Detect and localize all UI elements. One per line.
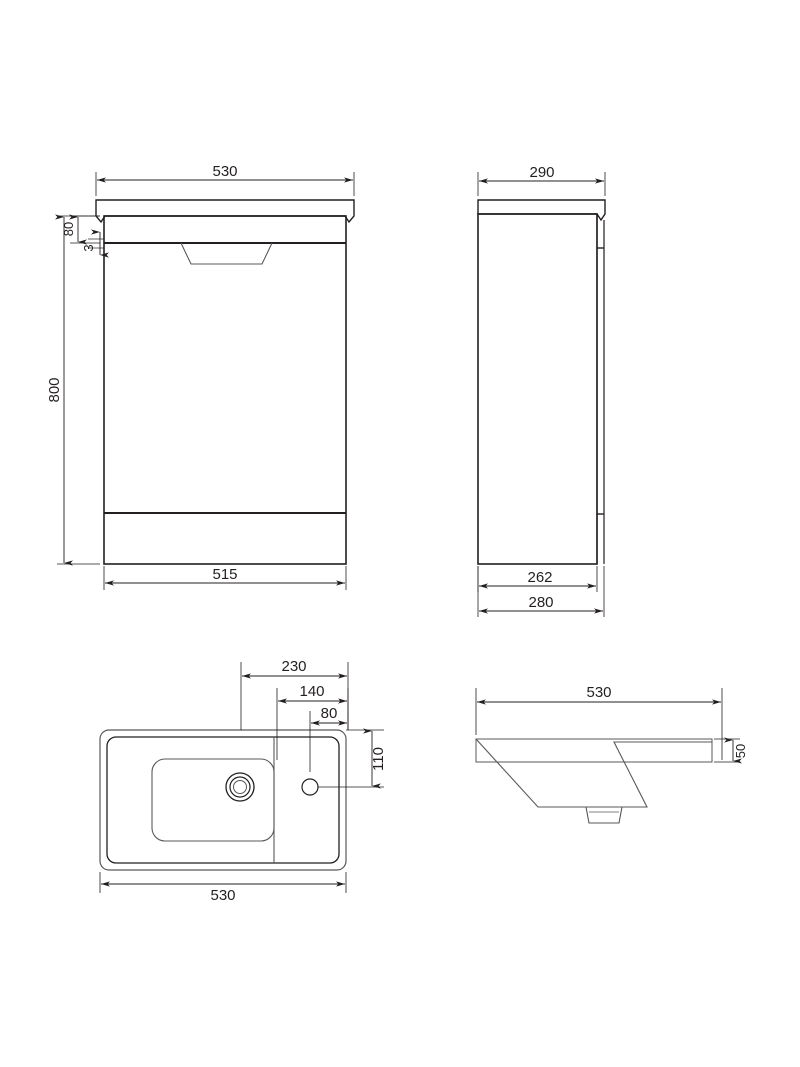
dim-label-80-front: 80 bbox=[61, 222, 76, 236]
section-waste-spigot bbox=[585, 806, 623, 824]
plan-outer-rim bbox=[99, 729, 347, 871]
dim-label-530-plan: 530 bbox=[210, 887, 235, 904]
dim-label-50-section: 50 bbox=[733, 744, 748, 758]
section-rim-band bbox=[475, 738, 713, 763]
dim-label-140-plan: 140 bbox=[299, 683, 324, 700]
dim-front-top-width: 530 bbox=[95, 163, 355, 196]
dim-plan-tap-offset-80: 80 bbox=[309, 705, 349, 772]
view-basin-plan: 230 140 80 110 530 bbox=[99, 658, 387, 904]
dim-section-width: 530 bbox=[475, 684, 723, 760]
dim-front-cabinet-width: 515 bbox=[103, 566, 347, 590]
plan-waste-inner-ring bbox=[233, 780, 247, 794]
dim-label-515-front-cabinet: 515 bbox=[212, 566, 237, 583]
plan-inner-rim bbox=[106, 736, 340, 864]
dim-label-530-front-top: 530 bbox=[212, 163, 237, 180]
dim-plan-width: 530 bbox=[99, 872, 347, 904]
dim-label-230-plan: 230 bbox=[281, 658, 306, 675]
dim-label-800-front-height: 800 bbox=[46, 377, 63, 402]
dim-label-290-side-top: 290 bbox=[529, 164, 554, 181]
dim-front-gap: 3 bbox=[81, 229, 109, 258]
view-front-elevation: 530 800 80 3 515 bbox=[46, 163, 355, 590]
dim-label-262-side: 262 bbox=[527, 569, 552, 586]
front-handle-recess bbox=[180, 242, 273, 265]
dim-label-3-front-gap: 3 bbox=[81, 244, 96, 251]
dim-label-530-section: 530 bbox=[586, 684, 611, 701]
section-bowl-profile bbox=[475, 738, 712, 808]
dim-plan-tap-from-back: 110 bbox=[318, 728, 387, 789]
plan-waste-outer-ring bbox=[225, 772, 255, 802]
dim-label-80-plan: 80 bbox=[321, 705, 338, 722]
front-cabinet-body bbox=[103, 215, 347, 565]
dim-label-280-side: 280 bbox=[528, 594, 553, 611]
dim-label-110-plan: 110 bbox=[370, 747, 387, 771]
dim-front-height: 800 bbox=[46, 214, 100, 566]
plan-waste-mid-ring bbox=[229, 776, 251, 798]
view-basin-section: 530 50 bbox=[475, 684, 748, 824]
dim-plan-tap-offset-140: 140 bbox=[276, 683, 349, 760]
dim-side-top-depth: 290 bbox=[477, 164, 606, 196]
dim-section-thickness: 50 bbox=[714, 737, 748, 764]
view-side-elevation: 290 262 280 bbox=[477, 164, 606, 617]
dim-side-overall-depth: 280 bbox=[477, 566, 605, 617]
